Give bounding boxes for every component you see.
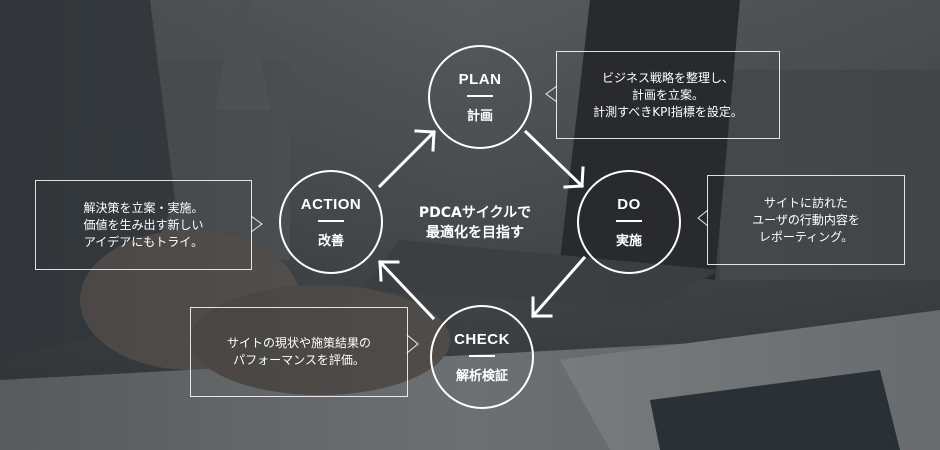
stage-do-title: DO xyxy=(617,195,641,213)
center-line-2: 最適化を目指す xyxy=(426,225,524,241)
note-action-line-3: アイデアにもトライ。 xyxy=(83,234,204,249)
note-check-line-2: パフォーマンスを評価。 xyxy=(233,353,365,367)
stage-plan-title: PLAN xyxy=(458,70,502,88)
stage-action-title: ACTION xyxy=(300,195,362,213)
note-action: 解決策を立案・実施。 価値を生み出す新しい アイデアにもトライ。 xyxy=(35,180,252,270)
note-plan-line-3: 計測すべきKPI指標を設定。 xyxy=(593,104,743,119)
stage-plan-divider xyxy=(467,94,493,97)
center-line-1: PDCAサイクルで xyxy=(418,205,532,221)
note-plan-line-1: ビジネス戦略を整理し、 xyxy=(601,70,734,85)
stage-action-subtitle: 改善 xyxy=(317,233,344,249)
note-do-line-1: サイトに訪れた xyxy=(763,195,848,210)
note-plan-line-2: 計画を立案。 xyxy=(631,87,704,102)
note-action-line-1: 解決策を立案・実施。 xyxy=(83,200,204,215)
stage-check-divider xyxy=(469,354,495,357)
stage-do-divider xyxy=(616,219,642,222)
note-check: サイトの現状や施策結果の パフォーマンスを評価。 xyxy=(190,307,408,397)
stage-check-title: CHECK xyxy=(454,330,510,348)
note-plan: ビジネス戦略を整理し、 計画を立案。 計測すべきKPI指標を設定。 xyxy=(556,51,780,139)
stage-do-subtitle: 実施 xyxy=(615,233,642,249)
stage-check: CHECK 解析検証 xyxy=(430,305,534,409)
note-do: サイトに訪れた ユーザの行動内容を レポーティング。 xyxy=(707,175,905,265)
note-action-line-2: 価値を生み出す新しい xyxy=(83,217,204,232)
stage-action-divider xyxy=(318,219,344,222)
stage-check-subtitle: 解析検証 xyxy=(455,368,508,384)
note-do-line-2: ユーザの行動内容を xyxy=(752,212,860,227)
cycle-center-label: PDCAサイクルで 最適化を目指す xyxy=(395,203,555,243)
stage-plan: PLAN 計画 xyxy=(428,45,532,149)
note-check-line-1: サイトの現状や施策結果の xyxy=(226,336,371,350)
stage-do: DO 実施 xyxy=(577,170,681,274)
stage-plan-subtitle: 計画 xyxy=(466,108,493,124)
stage-action: ACTION 改善 xyxy=(279,170,383,274)
note-do-line-3: レポーティング。 xyxy=(758,229,854,244)
